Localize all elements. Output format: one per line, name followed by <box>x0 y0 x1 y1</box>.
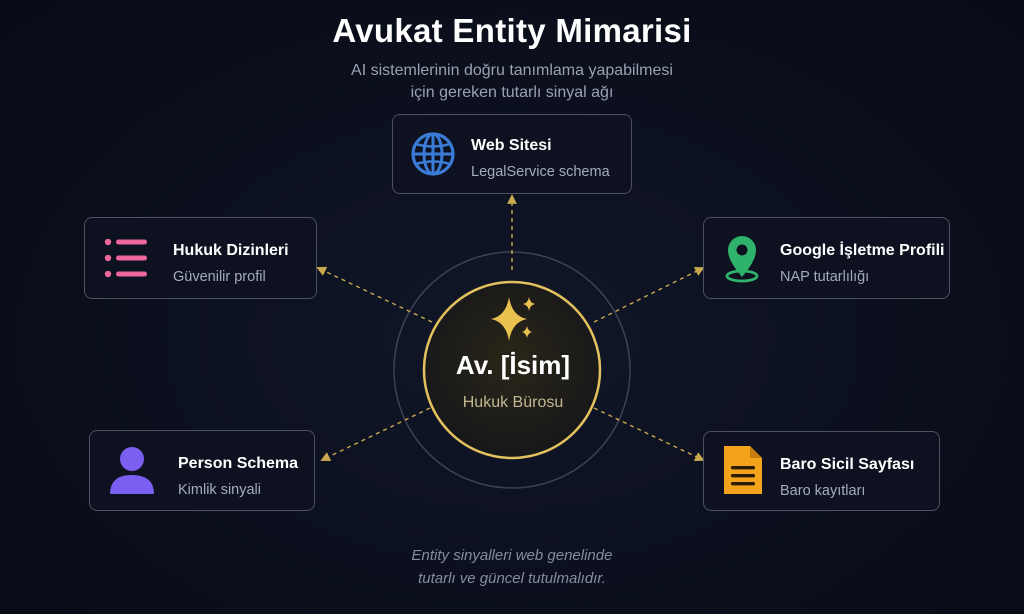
node-person-desc: Kimlik sinyali <box>178 482 261 498</box>
node-directories-desc: Güvenilir profil <box>173 269 266 285</box>
node-bar-desc: Baro kayıtları <box>780 483 866 499</box>
node-web-site[interactable]: Web Sitesi LegalService schema <box>392 114 632 194</box>
node-google-business[interactable]: Google İşletme Profili NAP tutarlılığı <box>703 217 950 299</box>
node-person-label: Person Schema <box>178 455 299 472</box>
center-node <box>422 280 602 460</box>
node-person-schema[interactable]: Person Schema Kimlik sinyali <box>89 430 315 511</box>
node-google-label: Google İşletme Profili <box>780 242 945 259</box>
connector-directories <box>316 266 433 323</box>
connector-google <box>593 267 705 323</box>
center-title: Av. [İsim] <box>455 350 571 380</box>
list-icon <box>104 238 147 278</box>
subtitle-line-2: için gereken tutarlı sinyal ağı <box>410 84 614 101</box>
center-subtitle: Hukuk Bürosu <box>462 394 564 411</box>
node-directories-label: Hukuk Dizinleri <box>173 242 289 259</box>
map-pin-icon <box>725 236 759 283</box>
connector-person <box>320 407 431 462</box>
subtitle-line-1: AI sistemlerinin doğru tanımlama yapabil… <box>351 62 673 79</box>
sparkle-icon <box>491 297 535 341</box>
document-icon <box>724 446 762 494</box>
page-title: Avukat Entity Mimarisi <box>332 12 692 49</box>
person-icon <box>110 447 154 494</box>
globe-icon <box>411 132 455 176</box>
node-web-label: Web Sitesi <box>471 137 552 154</box>
node-bar-registry[interactable]: Baro Sicil Sayfası Baro kayıtları <box>703 431 940 511</box>
node-web-desc: LegalService schema <box>471 164 610 180</box>
node-bar-label: Baro Sicil Sayfası <box>780 456 915 473</box>
node-legal-directories[interactable]: Hukuk Dizinleri Güvenilir profil <box>84 217 317 299</box>
node-google-desc: NAP tutarlılığı <box>780 269 870 285</box>
footer-note-line-1: Entity sinyalleri web genelinde <box>411 547 613 564</box>
footer-note-line-2: tutarlı ve güncel tutulmalıdır. <box>418 570 606 587</box>
